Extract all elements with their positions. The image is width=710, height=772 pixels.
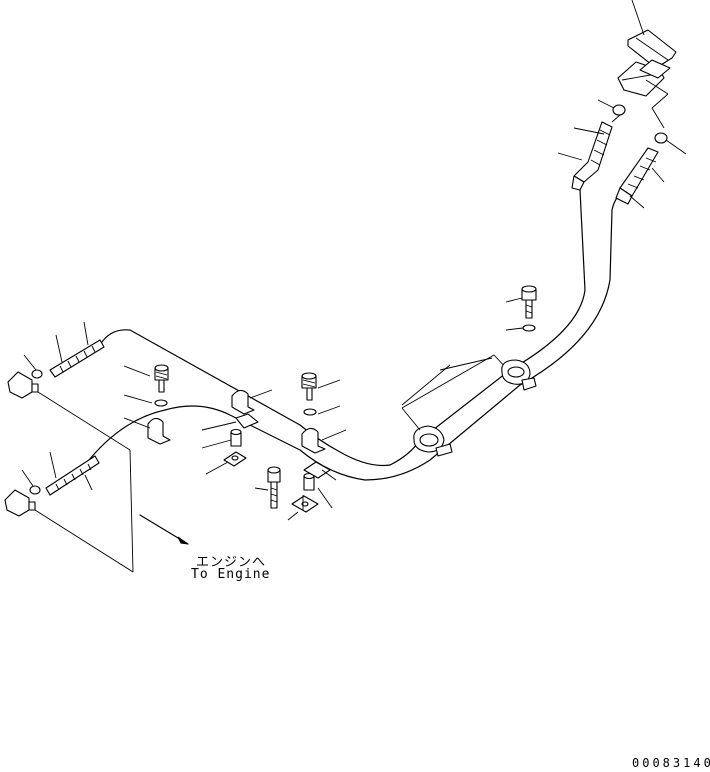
grommet-upper <box>501 285 537 391</box>
destination-label-jp: エンジンへ <box>196 555 267 570</box>
clamp-set-left <box>123 364 171 445</box>
to-engine-bracket <box>129 449 189 573</box>
connector-upper-left <box>7 321 131 451</box>
bracket-leader-lines <box>401 357 493 406</box>
connector-lower-left <box>4 451 134 573</box>
grommet-mid <box>401 354 509 457</box>
clamp-set-lower <box>254 461 337 521</box>
clamp-set-middle <box>201 389 273 475</box>
upper-cable-run <box>99 189 586 467</box>
destination-label-en: To Engine <box>191 567 271 582</box>
hose-left-upper <box>557 121 613 191</box>
lower-cable-run <box>84 184 631 481</box>
clamp-set-right <box>301 372 347 454</box>
top-bracket <box>597 0 677 129</box>
drawing-number: 00083140 <box>632 756 710 770</box>
hose-right-upper <box>615 132 687 209</box>
